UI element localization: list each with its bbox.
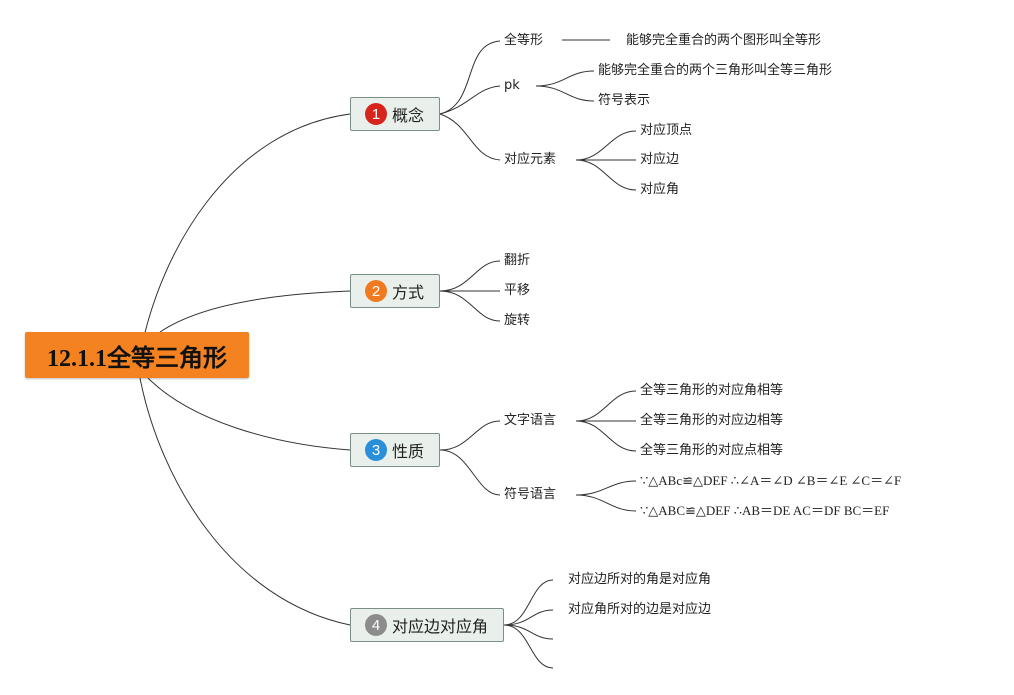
connector-elements-angle: [575, 159, 637, 191]
topic-pk[interactable]: pk: [504, 78, 520, 93]
connector-property-symbol: [439, 449, 501, 496]
topic-opposite-side[interactable]: 对应角所对的边是对应边: [568, 602, 712, 617]
connector-corr-2: [503, 609, 554, 626]
branch-method[interactable]: 2 方式: [350, 274, 440, 308]
connector-pk-symbol: [535, 85, 595, 102]
number-badge: 4: [365, 614, 387, 636]
connector-property-text: [439, 420, 501, 451]
connector-root-property: [147, 377, 351, 451]
topic-corresponding-elements[interactable]: 对应元素: [504, 152, 557, 167]
connector-symbol-sides: [575, 494, 637, 512]
connector-corr-1: [503, 579, 554, 626]
topic-corresponding-angle[interactable]: 对应角: [640, 182, 680, 197]
connector-concept-congruent: [439, 40, 501, 115]
topic-translate[interactable]: 平移: [504, 283, 531, 298]
topic-opposite-angle[interactable]: 对应边所对的角是对应角: [568, 572, 712, 587]
branch-label: 对应边对应角: [392, 617, 489, 636]
topic-symbol-sides[interactable]: ∵△ABC≌△DEF ∴AB＝DE AC＝DF BC＝EF: [640, 503, 890, 518]
branch-correspondence[interactable]: 4 对应边对应角: [350, 608, 504, 642]
branch-label: 性质: [392, 442, 425, 461]
connector-text-points: [575, 420, 637, 452]
branch-property[interactable]: 3 性质: [350, 433, 440, 467]
topic-fold[interactable]: 翻折: [504, 253, 531, 268]
topic-corresponding-vertex[interactable]: 对应顶点: [640, 123, 693, 138]
branch-label: 方式: [392, 283, 425, 302]
connector-method-fold: [439, 260, 501, 292]
topic-symbol-angles[interactable]: ∵△ABc≌△DEF ∴∠A＝∠D ∠B＝∠E ∠C＝∠F: [640, 473, 902, 488]
connector-elements-vertex: [575, 130, 637, 161]
topic-symbol-language[interactable]: 符号语言: [504, 487, 557, 502]
topic-pk-symbol[interactable]: 符号表示: [598, 93, 651, 108]
number-badge: 1: [365, 103, 387, 125]
topic-angles-equal[interactable]: 全等三角形的对应角相等: [640, 383, 784, 398]
connector-root-correspondence: [139, 377, 351, 626]
root-topic[interactable]: 12.1.1全等三角形: [25, 332, 249, 378]
topic-sides-equal[interactable]: 全等三角形的对应边相等: [640, 413, 784, 428]
number-badge: 2: [365, 280, 387, 302]
connector-method-rotate: [439, 290, 501, 322]
connector-pk-def: [535, 70, 595, 87]
branch-concept[interactable]: 1 概念: [350, 97, 440, 131]
topic-points-equal[interactable]: 全等三角形的对应点相等: [640, 443, 784, 458]
root-title: 12.1.1全等三角形: [47, 345, 227, 372]
connector-root-method: [159, 290, 351, 333]
connector-text-angles: [575, 390, 637, 422]
connector-concept-pk: [439, 85, 501, 115]
connector-root-concept: [139, 113, 351, 356]
connector-concept-elements: [439, 113, 501, 161]
topic-congruent-figure[interactable]: 全等形: [504, 33, 544, 48]
connector-corr-4: [503, 624, 554, 669]
topic-pk-definition[interactable]: 能够完全重合的两个三角形叫全等三角形: [598, 63, 833, 78]
topic-text-language[interactable]: 文字语言: [504, 413, 557, 428]
number-badge: 3: [365, 439, 387, 461]
connector-corr-3: [503, 624, 554, 640]
topic-congruent-definition[interactable]: 能够完全重合的两个图形叫全等形: [626, 33, 822, 48]
branch-label: 概念: [392, 106, 425, 125]
connector-symbol-angles: [575, 480, 637, 496]
topic-rotate[interactable]: 旋转: [504, 313, 531, 328]
topic-corresponding-side[interactable]: 对应边: [640, 152, 680, 167]
